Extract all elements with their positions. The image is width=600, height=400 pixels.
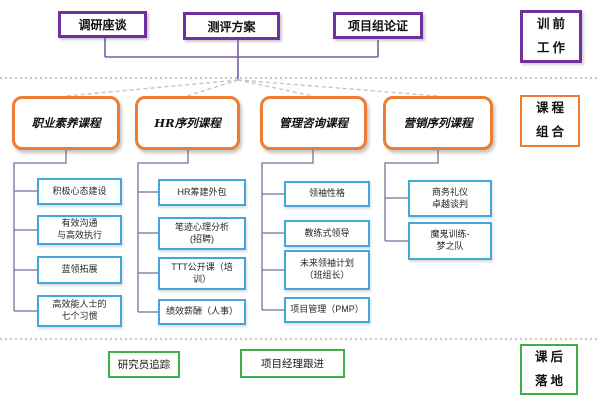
project-team-review-box: 项目组论证: [333, 12, 423, 39]
column3-bracket: [261, 150, 314, 311]
research-seminar-box: 调研座谈: [58, 11, 147, 38]
column-title-hr-series: HR序列课程: [135, 96, 240, 150]
column-title-professional-quality: 职业素养课程: [12, 96, 120, 150]
course-item-leader-character: 领袖性格: [284, 181, 370, 207]
course-item-project-management-pmp: 项目管理（PMP）: [284, 297, 370, 323]
assessment-plan-box: 测评方案: [183, 12, 280, 40]
fan-connector: [65, 79, 439, 97]
course-item-positive-mindset: 积极心态建设: [37, 178, 122, 205]
course-item-performance-compensation: 绩效薪酬（人事）: [158, 299, 246, 325]
column-title-management-consulting: 管理咨询课程: [260, 96, 367, 150]
post-training-stage-label: 课后 落地: [520, 344, 578, 395]
project-manager-follow-up-box: 项目经理跟进: [240, 349, 345, 378]
column2-bracket: [137, 150, 189, 313]
column-title-marketing-series: 营销序列课程: [383, 96, 493, 150]
column4-bracket: [384, 150, 439, 242]
course-item-business-etiquette-negotiation: 商务礼仪 卓越谈判: [408, 180, 492, 217]
course-item-hr-outsourcing: HR筹建外包: [158, 179, 246, 206]
course-combination-stage-label: 课程 组合: [520, 95, 580, 147]
column1-bracket: [13, 150, 67, 312]
course-item-ttt-open-class: TTT公开课（培 训）: [158, 257, 246, 290]
researcher-tracking-box: 研究员追踪: [108, 351, 180, 378]
course-item-effective-communication: 有效沟通 与高效执行: [37, 215, 122, 245]
course-item-coaching-leadership: 教练式领导: [284, 220, 370, 247]
course-item-seven-habits: 高效能人士的 七个习惯: [37, 295, 122, 327]
pre-training-connector: [104, 38, 379, 80]
pre-training-stage-label: 训前 工作: [520, 10, 582, 63]
course-item-devil-training-dream-team: 魔鬼训练- 梦之队: [408, 222, 492, 260]
course-item-future-leader-plan: 未来领袖计划 （班组长）: [284, 250, 370, 290]
course-item-blue-collar-expansion: 蓝领拓展: [37, 256, 122, 284]
course-item-handwriting-analysis: 笔迹心理分析 (招聘): [158, 217, 246, 250]
